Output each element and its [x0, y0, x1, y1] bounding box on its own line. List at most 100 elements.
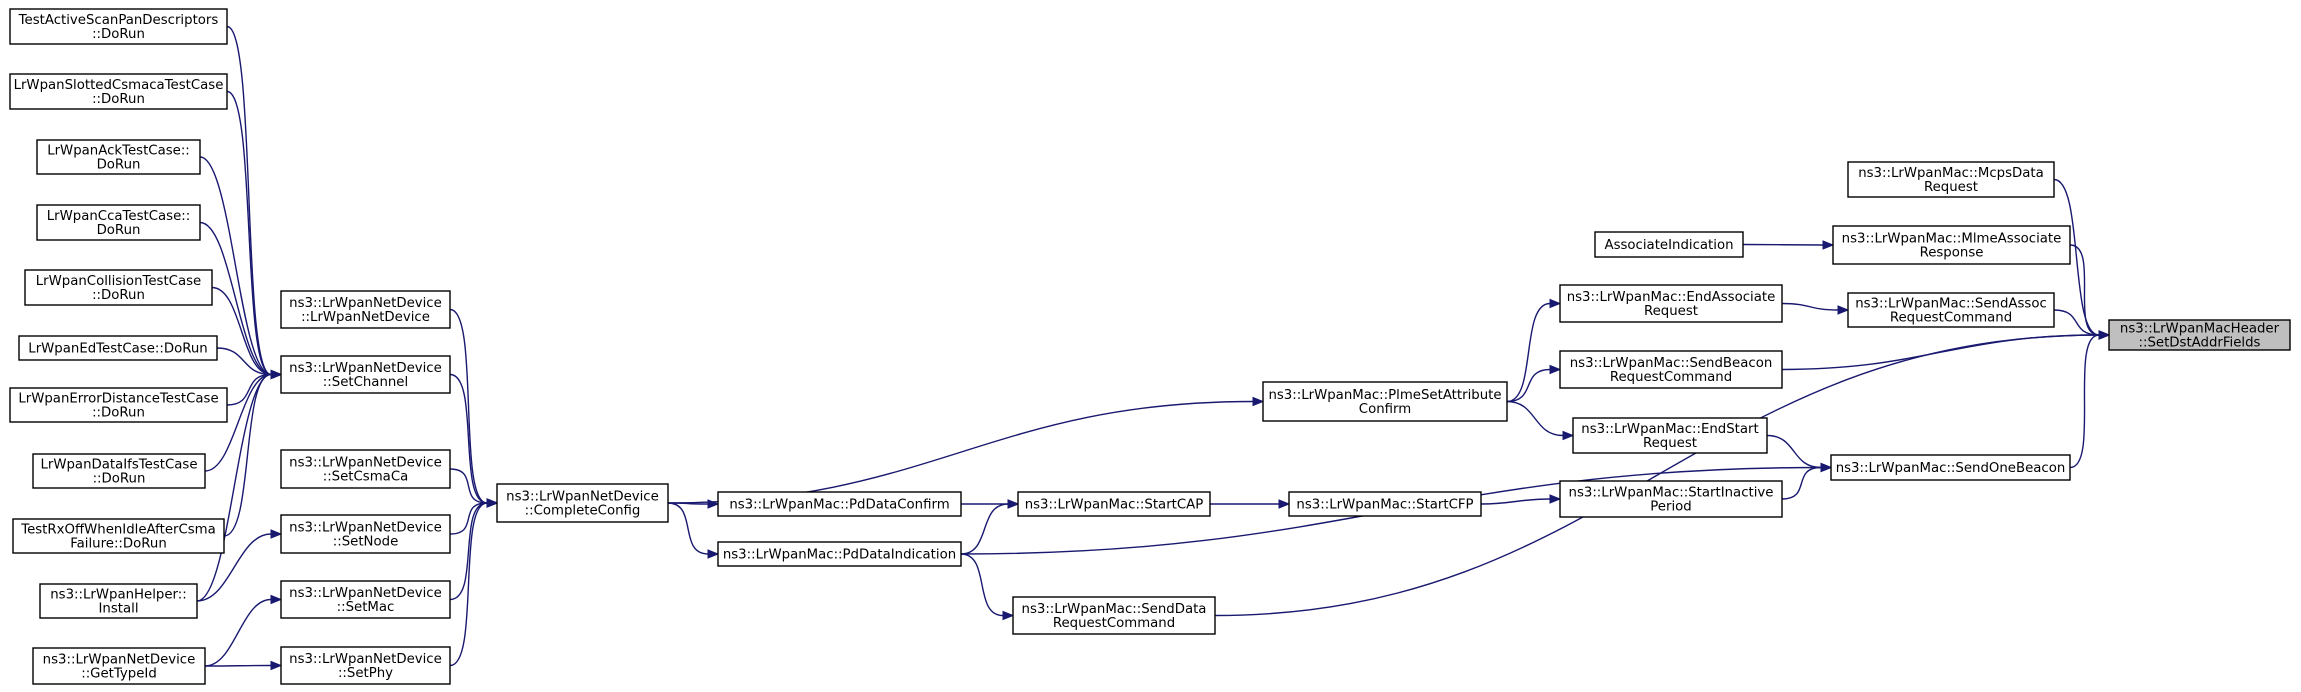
node-label-line: ::DoRun [92, 288, 145, 303]
node-label-line: LrWpanCollisionTestCase [36, 274, 201, 289]
node-box[interactable] [1559, 480, 1783, 518]
node-box[interactable] [496, 483, 669, 523]
node-setChannel[interactable]: ns3::LrWpanNetDevice::SetChannel [280, 355, 451, 394]
node-box[interactable] [18, 335, 218, 361]
node-setCsmaCa[interactable]: ns3::LrWpanNetDevice::SetCsmaCa [280, 449, 451, 489]
node-startCFP[interactable]: ns3::LrWpanMac::StartCFP [1288, 491, 1482, 517]
node-box[interactable] [2108, 319, 2291, 351]
node-startCAP[interactable]: ns3::LrWpanMac::StartCAP [1017, 491, 1211, 517]
node-t2[interactable]: LrWpanSlottedCsmacaTestCase::DoRun [9, 73, 228, 110]
edge-arrowhead [270, 369, 283, 380]
node-label-line: Request [1644, 304, 1698, 319]
node-box[interactable] [280, 580, 451, 619]
node-box[interactable] [1012, 596, 1216, 635]
node-box[interactable] [1559, 350, 1783, 389]
edge-ctor-to-completeConfig [449, 308, 499, 508]
node-label-line: RequestCommand [1610, 370, 1732, 385]
node-setNode[interactable]: ns3::LrWpanNetDevice::SetNode [280, 514, 451, 554]
node-box[interactable] [717, 491, 962, 517]
edge-line [226, 90, 272, 376]
edge-completeConfig-to-pdDataConfirm [667, 499, 720, 509]
node-box[interactable] [24, 269, 213, 306]
edge-pdDataInd-to-sendDataReq [960, 553, 1015, 621]
node-setMac[interactable]: ns3::LrWpanNetDevice::SetMac [280, 580, 451, 619]
node-box[interactable] [1847, 161, 2055, 198]
node-label-line: Response [1920, 246, 1984, 261]
edge-arrowhead [270, 529, 283, 539]
node-ctor[interactable]: ns3::LrWpanNetDevice::LrWpanNetDevice [280, 290, 451, 329]
node-label-line: ns3::LrWpanMacHeader [2120, 322, 2280, 337]
edge-line [216, 347, 272, 376]
node-box[interactable] [9, 8, 228, 45]
node-assocInd[interactable]: AssociateIndication [1594, 231, 1744, 258]
node-box[interactable] [280, 290, 451, 329]
node-box[interactable] [1572, 417, 1768, 454]
node-pdDataConfirm[interactable]: ns3::LrWpanMac::PdDataConfirm [717, 491, 962, 517]
node-t4[interactable]: LrWpanCcaTestCase::DoRun [36, 204, 201, 241]
node-pdDataInd[interactable]: ns3::LrWpanMac::PdDataIndication [717, 541, 962, 567]
node-box[interactable] [1847, 292, 2055, 328]
node-box[interactable] [1830, 454, 2071, 481]
node-label-line: ::SetDstAddrFields [2138, 336, 2260, 351]
node-box[interactable] [280, 355, 451, 394]
node-label-line: LrWpanAckTestCase:: [47, 144, 190, 159]
node-box[interactable] [1832, 225, 2071, 265]
edge-pdDataInd-to-startCAP [960, 499, 1020, 555]
node-box[interactable] [32, 453, 206, 489]
node-setPhy[interactable]: ns3::LrWpanNetDevice::SetPhy [280, 646, 451, 685]
node-box[interactable] [1262, 381, 1508, 422]
node-label-line: ns3::LrWpanMac::StartInactive [1569, 486, 1774, 501]
node-box[interactable] [1017, 491, 1211, 517]
node-box[interactable] [280, 646, 451, 685]
node-box[interactable] [280, 449, 451, 489]
node-completeConfig[interactable]: ns3::LrWpanNetDevice::CompleteConfig [496, 483, 669, 523]
edge-line [449, 502, 488, 601]
node-t5[interactable]: LrWpanCollisionTestCase::DoRun [24, 269, 213, 306]
node-box[interactable] [1594, 231, 1744, 258]
node-t7[interactable]: LrWpanErrorDistanceTestCase::DoRun [9, 387, 228, 423]
node-root[interactable]: ns3::LrWpanMacHeader::SetDstAddrFields [2108, 319, 2291, 351]
node-box[interactable] [1559, 284, 1783, 323]
node-box[interactable] [9, 387, 228, 423]
node-t6[interactable]: LrWpanEdTestCase::DoRun [18, 335, 218, 361]
node-label-line: ns3::LrWpanNetDevice [289, 361, 442, 376]
node-label-line: ns3::LrWpanNetDevice [289, 456, 442, 471]
node-sendOneBeacon[interactable]: ns3::LrWpanMac::SendOneBeacon [1830, 454, 2071, 481]
node-t1[interactable]: TestActiveScanPanDescriptors::DoRun [9, 8, 228, 45]
edge-getTypeId-to-setPhy [204, 660, 283, 671]
node-getTypeId[interactable]: ns3::LrWpanNetDevice::GetTypeId [32, 647, 206, 685]
edge-line [960, 503, 1009, 555]
edge-line [211, 286, 272, 376]
node-box[interactable] [36, 204, 201, 241]
node-box[interactable] [9, 73, 228, 110]
node-box[interactable] [280, 514, 451, 554]
edges-layer [196, 25, 2111, 671]
node-label-line: ns3::LrWpanMac::MlmeAssociate [1842, 232, 2062, 247]
node-box[interactable] [36, 139, 201, 175]
node-box[interactable] [32, 647, 206, 685]
node-box[interactable] [717, 541, 962, 567]
node-box[interactable] [1288, 491, 1482, 517]
edge-line [196, 373, 272, 602]
node-t3[interactable]: LrWpanAckTestCase::DoRun [36, 139, 201, 175]
node-box[interactable] [12, 518, 225, 554]
node-helperInstall[interactable]: ns3::LrWpanHelper::Install [39, 583, 198, 619]
edge-line [2069, 334, 2100, 469]
node-label-line: ::DoRun [93, 472, 146, 487]
edge-line [667, 400, 1254, 504]
node-box[interactable] [39, 583, 198, 619]
node-t8[interactable]: LrWpanDataIfsTestCase::DoRun [32, 453, 206, 489]
node-label-line: ::CompleteConfig [525, 504, 641, 519]
edge-line [1742, 243, 1824, 246]
node-label-line: LrWpanErrorDistanceTestCase [18, 392, 218, 407]
